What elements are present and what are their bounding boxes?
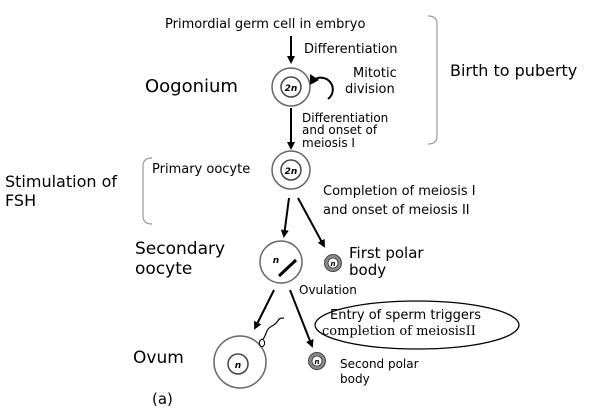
oogonium-label: Oogonium [145,76,238,97]
division-label: division [345,82,395,97]
birth-to-puberty-label: Birth to puberty [450,61,578,80]
primary-oocyte-label: Primary oocyte [152,162,251,177]
completion-meiosis-label-2: and onset of meiosis II [323,203,470,218]
fsh-bracket [142,157,153,225]
mitotic-cycle-arrow [313,76,334,100]
primary-oocyte-ploidy: 2n [285,167,298,177]
stimulation-label: Stimulation of [5,172,118,191]
arrow-secondary-to-second-polar [289,289,314,348]
first-polar-label-2: body [349,261,387,279]
first-polar-label-1: First polar [349,244,424,262]
diff-onset-label-2: and onset of [302,123,378,137]
primordial-germ-cell-label: Primordial germ cell in embryo [165,17,366,32]
ovum-label: Ovum [133,348,184,368]
first-polar-nucleus [327,257,339,269]
mitotic-label: Mitotic [353,66,397,81]
first-polar-ploidy: n [331,260,336,268]
arrow-secondary-to-ovum [254,289,275,330]
ovulation-label: Ovulation [299,283,357,297]
fsh-label: FSH [5,191,37,210]
oogonium-nucleus [280,76,302,98]
completion-meiosis-label-1: Completion of meiosis I [323,184,476,199]
figure-label: (a) [152,390,173,408]
sperm-callout-ellipse [314,300,520,350]
diff-onset-label-1: Differentiation [302,111,389,125]
birth-to-puberty-bracket [427,15,438,145]
ovum-ploidy: n [235,361,241,371]
secondary-label: Secondary [135,239,226,259]
primary-oocyte-nucleus [280,159,302,181]
sperm-head [258,338,266,348]
sperm-callout-line-1: Entry of sperm triggers [330,308,481,323]
arrow-primary-to-secondary [280,197,290,238]
ovum-nucleus [227,353,249,375]
second-polar-ploidy: n [315,358,320,366]
sperm-tail [259,317,285,343]
oogonium-ploidy: 2n [285,84,298,94]
sperm-callout-line-2: completion of meiosisII [322,324,476,339]
arrow-primary-to-first-polar [297,197,325,248]
secondary-oocyte-cell [259,240,303,284]
secondary-oocyte-ploidy: n [273,256,279,266]
second-polar-label-1: Second polar [340,357,419,371]
second-polar-label-2: body [340,372,370,386]
secondary-spindle [277,258,298,278]
differentiation-label: Differentiation [304,42,398,57]
second-polar-nucleus [311,355,323,367]
diff-onset-label-3: meiosis I [302,136,355,150]
oocyte-label: oocyte [135,259,193,279]
mitotic-cycle-arrowhead [310,74,319,85]
